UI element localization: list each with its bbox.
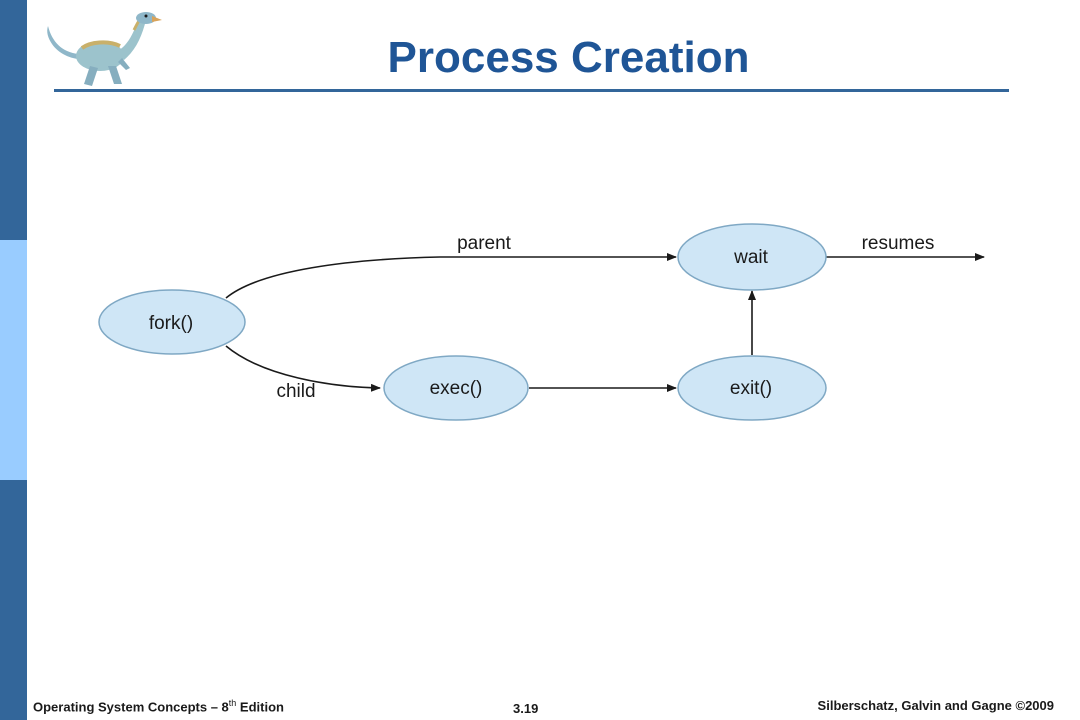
footer-book-title: Operating System Concepts – 8th Edition — [33, 698, 284, 714]
node-fork — [98, 289, 246, 355]
footer-page-number: 3.19 — [513, 701, 539, 716]
node-exec — [383, 355, 529, 421]
edge-label-child: child — [276, 381, 315, 402]
title-rule — [54, 89, 1009, 92]
footer-book-title-main: Operating System Concepts – 8 — [33, 699, 229, 715]
edge-fork-to-wait — [225, 253, 677, 299]
footer-edition-suffix: th — [228, 698, 237, 708]
node-fork-label: fork() — [149, 313, 193, 334]
node-exit — [677, 355, 827, 421]
side-bar-top — [0, 0, 27, 240]
node-exec-label: exec() — [430, 378, 483, 399]
node-wait — [677, 223, 827, 291]
footer-authors: Silberschatz, Galvin and Gagne ©2009 — [817, 698, 1054, 713]
node-wait-label: wait — [733, 247, 769, 268]
side-bar-bottom — [0, 480, 27, 720]
edge-fork-to-exec — [225, 345, 381, 392]
footer-edition-word: Edition — [236, 699, 284, 715]
edge-label-resumes: resumes — [862, 233, 935, 254]
node-exit-label: exit() — [730, 378, 772, 399]
edge-label-parent: parent — [457, 233, 512, 254]
slide-title: Process Creation — [387, 33, 750, 82]
side-bar-middle — [0, 240, 27, 480]
dinosaur-icon — [47, 12, 162, 86]
